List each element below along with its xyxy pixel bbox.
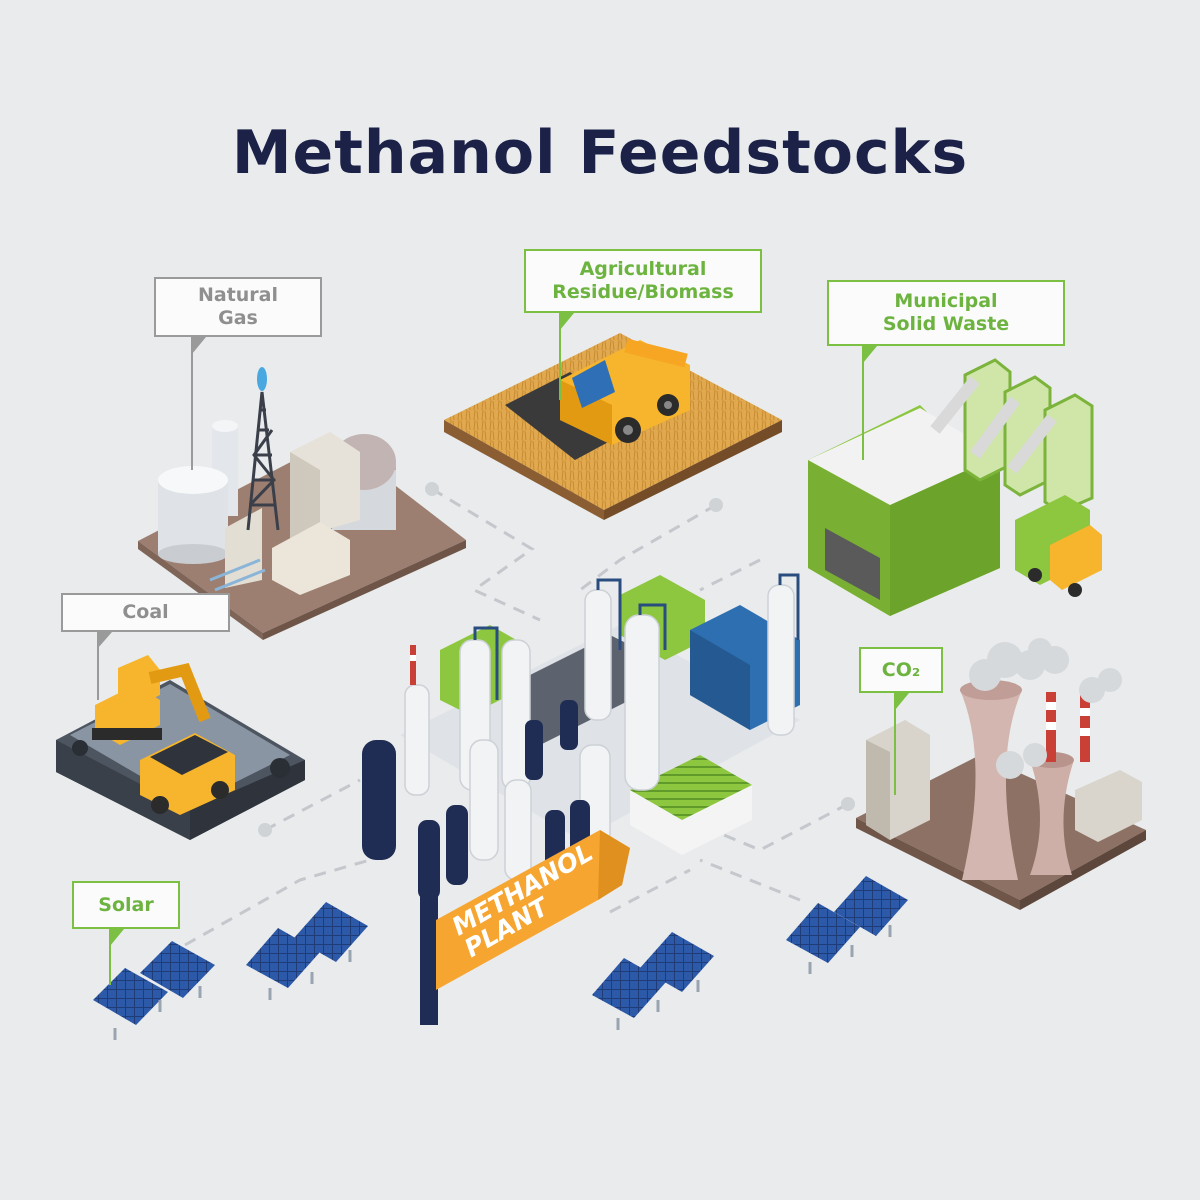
label-municipal-text: Municipal Solid Waste xyxy=(882,290,1010,335)
label-coal-text: Coal xyxy=(122,601,169,623)
connector-coal xyxy=(264,778,361,832)
label-solar-text: Solar xyxy=(98,893,154,916)
connector-dots xyxy=(258,482,855,837)
label-natural-gas: Natural Gas xyxy=(154,277,322,337)
smoke xyxy=(969,638,1122,779)
connector-solar-mid xyxy=(609,868,691,914)
waste-facility xyxy=(808,358,1102,616)
dump-truck xyxy=(140,733,235,815)
label-co2: CO₂ xyxy=(859,647,943,693)
solar-array-4 xyxy=(786,876,908,974)
label-municipal-solid-waste: Municipal Solid Waste xyxy=(827,280,1065,346)
combine-harvester xyxy=(505,338,690,460)
connector-gas xyxy=(431,487,541,622)
pipes xyxy=(473,573,800,700)
solar-array-3 xyxy=(592,932,714,1030)
connector-agri xyxy=(579,503,717,592)
connector-solar-left xyxy=(184,858,371,947)
page-title: Methanol Feedstocks xyxy=(231,118,969,188)
label-natural-gas-text: Natural Gas xyxy=(197,284,279,329)
connector-msw xyxy=(699,558,761,592)
label-solar: Solar xyxy=(72,881,180,929)
label-co2-text: CO₂ xyxy=(881,658,921,681)
excavator xyxy=(92,655,211,745)
co2-power-plant xyxy=(856,638,1146,910)
connector-paths xyxy=(184,487,849,947)
label-agricultural-text: Agricultural Residue/Biomass xyxy=(552,258,734,303)
solar-array-1 xyxy=(93,941,215,1040)
drilling-derrick xyxy=(246,391,280,531)
label-agricultural-residue: Agricultural Residue/Biomass xyxy=(524,249,762,313)
natural-gas-facility xyxy=(138,367,466,640)
garbage-truck xyxy=(1015,495,1102,597)
connector-solar-right xyxy=(699,858,801,902)
agricultural-field xyxy=(444,333,782,520)
methanol-plant xyxy=(362,573,800,900)
coal-mine xyxy=(56,655,305,840)
methanol-plant-sign xyxy=(420,830,630,1025)
callout-tails xyxy=(98,313,909,946)
label-coal: Coal xyxy=(61,593,230,632)
solar-array-2 xyxy=(246,902,368,1000)
solar-arrays xyxy=(93,876,908,1040)
